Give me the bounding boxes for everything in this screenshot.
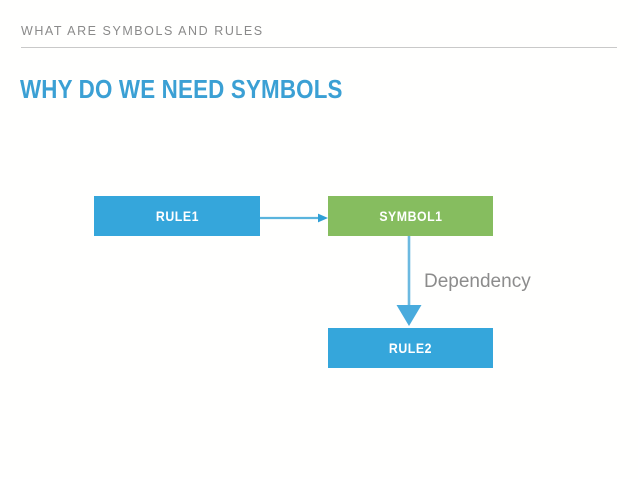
node-symbol1-label: SYMBOL1	[378, 208, 443, 224]
node-rule2[interactable]: RULE2	[328, 328, 493, 368]
node-rule2-label: RULE2	[388, 340, 433, 356]
node-rule1[interactable]: RULE1	[94, 196, 260, 236]
page-title: WHY DO WE NEED SYMBOLS	[20, 74, 343, 104]
arrow-rule1-to-symbol1-icon	[260, 213, 328, 223]
slide-eyebrow: WHAT ARE SYMBOLS AND RULES	[21, 24, 264, 38]
node-rule1-label: RULE1	[155, 208, 199, 224]
node-symbol1[interactable]: SYMBOL1	[328, 196, 493, 236]
arrow-symbol1-to-rule2-icon	[396, 236, 422, 326]
edge-label-dependency: Dependency	[424, 271, 531, 292]
header-divider	[21, 47, 617, 48]
